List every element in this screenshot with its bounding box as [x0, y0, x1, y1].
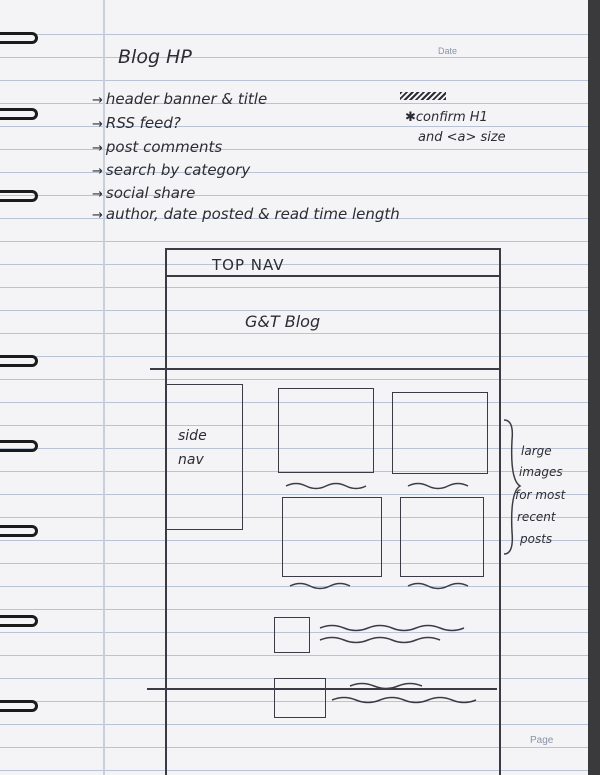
- annotation-line: posts: [520, 532, 553, 546]
- thumbnail-placeholder: [274, 617, 310, 653]
- arrow-icon: →: [92, 93, 103, 108]
- post-text-squiggle: [331, 682, 477, 704]
- image-placeholder: [400, 497, 484, 577]
- image-placeholder: [392, 392, 488, 474]
- ring-icon: [0, 108, 38, 120]
- ring-icon: [0, 190, 38, 202]
- ring-icon: [0, 32, 38, 44]
- side-nav-label: nav: [178, 452, 204, 468]
- side-note-line: ✱confirm H1: [405, 110, 488, 125]
- footer-divider: [147, 688, 497, 690]
- ring-icon: [0, 700, 38, 712]
- arrow-icon: →: [92, 208, 103, 223]
- list-item: →post comments: [92, 138, 223, 156]
- ring-icon: [0, 615, 38, 627]
- margin-line: [103, 0, 105, 775]
- ring-icon: [0, 355, 38, 367]
- thumbnail-placeholder: [274, 678, 326, 718]
- star-icon: ✱: [405, 110, 416, 125]
- image-placeholder: [282, 497, 382, 577]
- top-nav-label: TOP NAV: [212, 256, 285, 274]
- header-divider: [150, 368, 500, 370]
- post-text-squiggle: [319, 624, 465, 644]
- annotation-line: recent: [517, 510, 556, 524]
- side-nav-label: side: [178, 428, 207, 444]
- list-item: →search by category: [92, 161, 251, 179]
- annotation-line: for most: [515, 488, 566, 502]
- side-note-line: and <a> size: [418, 130, 506, 145]
- list-item: →header banner & title: [92, 90, 268, 108]
- frame-right: [499, 248, 501, 775]
- list-item: →author, date posted & read time length: [92, 205, 400, 223]
- curly-brace: [503, 419, 522, 555]
- ring-icon: [0, 525, 38, 537]
- list-item: →RSS feed?: [92, 114, 181, 132]
- arrow-icon: →: [92, 164, 103, 179]
- arrow-icon: →: [92, 141, 103, 156]
- frame-top: [165, 248, 500, 250]
- caption-squiggles: [285, 482, 469, 590]
- ring-icon: [0, 440, 38, 452]
- spiral-binding: [0, 0, 60, 775]
- list-item: →social share: [92, 184, 196, 202]
- nav-divider: [165, 275, 500, 277]
- annotation-line: large: [521, 444, 552, 458]
- scribbled-out-word: [400, 92, 446, 100]
- annotation-line: images: [519, 465, 563, 479]
- arrow-icon: →: [92, 187, 103, 202]
- side-nav-box: [165, 384, 243, 530]
- page-label: Page: [530, 735, 554, 746]
- date-label: Date: [438, 46, 458, 56]
- frame-left: [165, 248, 167, 775]
- note-title: Blog HP: [118, 46, 192, 68]
- blog-title: G&T Blog: [245, 312, 321, 331]
- arrow-icon: →: [92, 117, 103, 132]
- image-placeholder: [278, 388, 374, 473]
